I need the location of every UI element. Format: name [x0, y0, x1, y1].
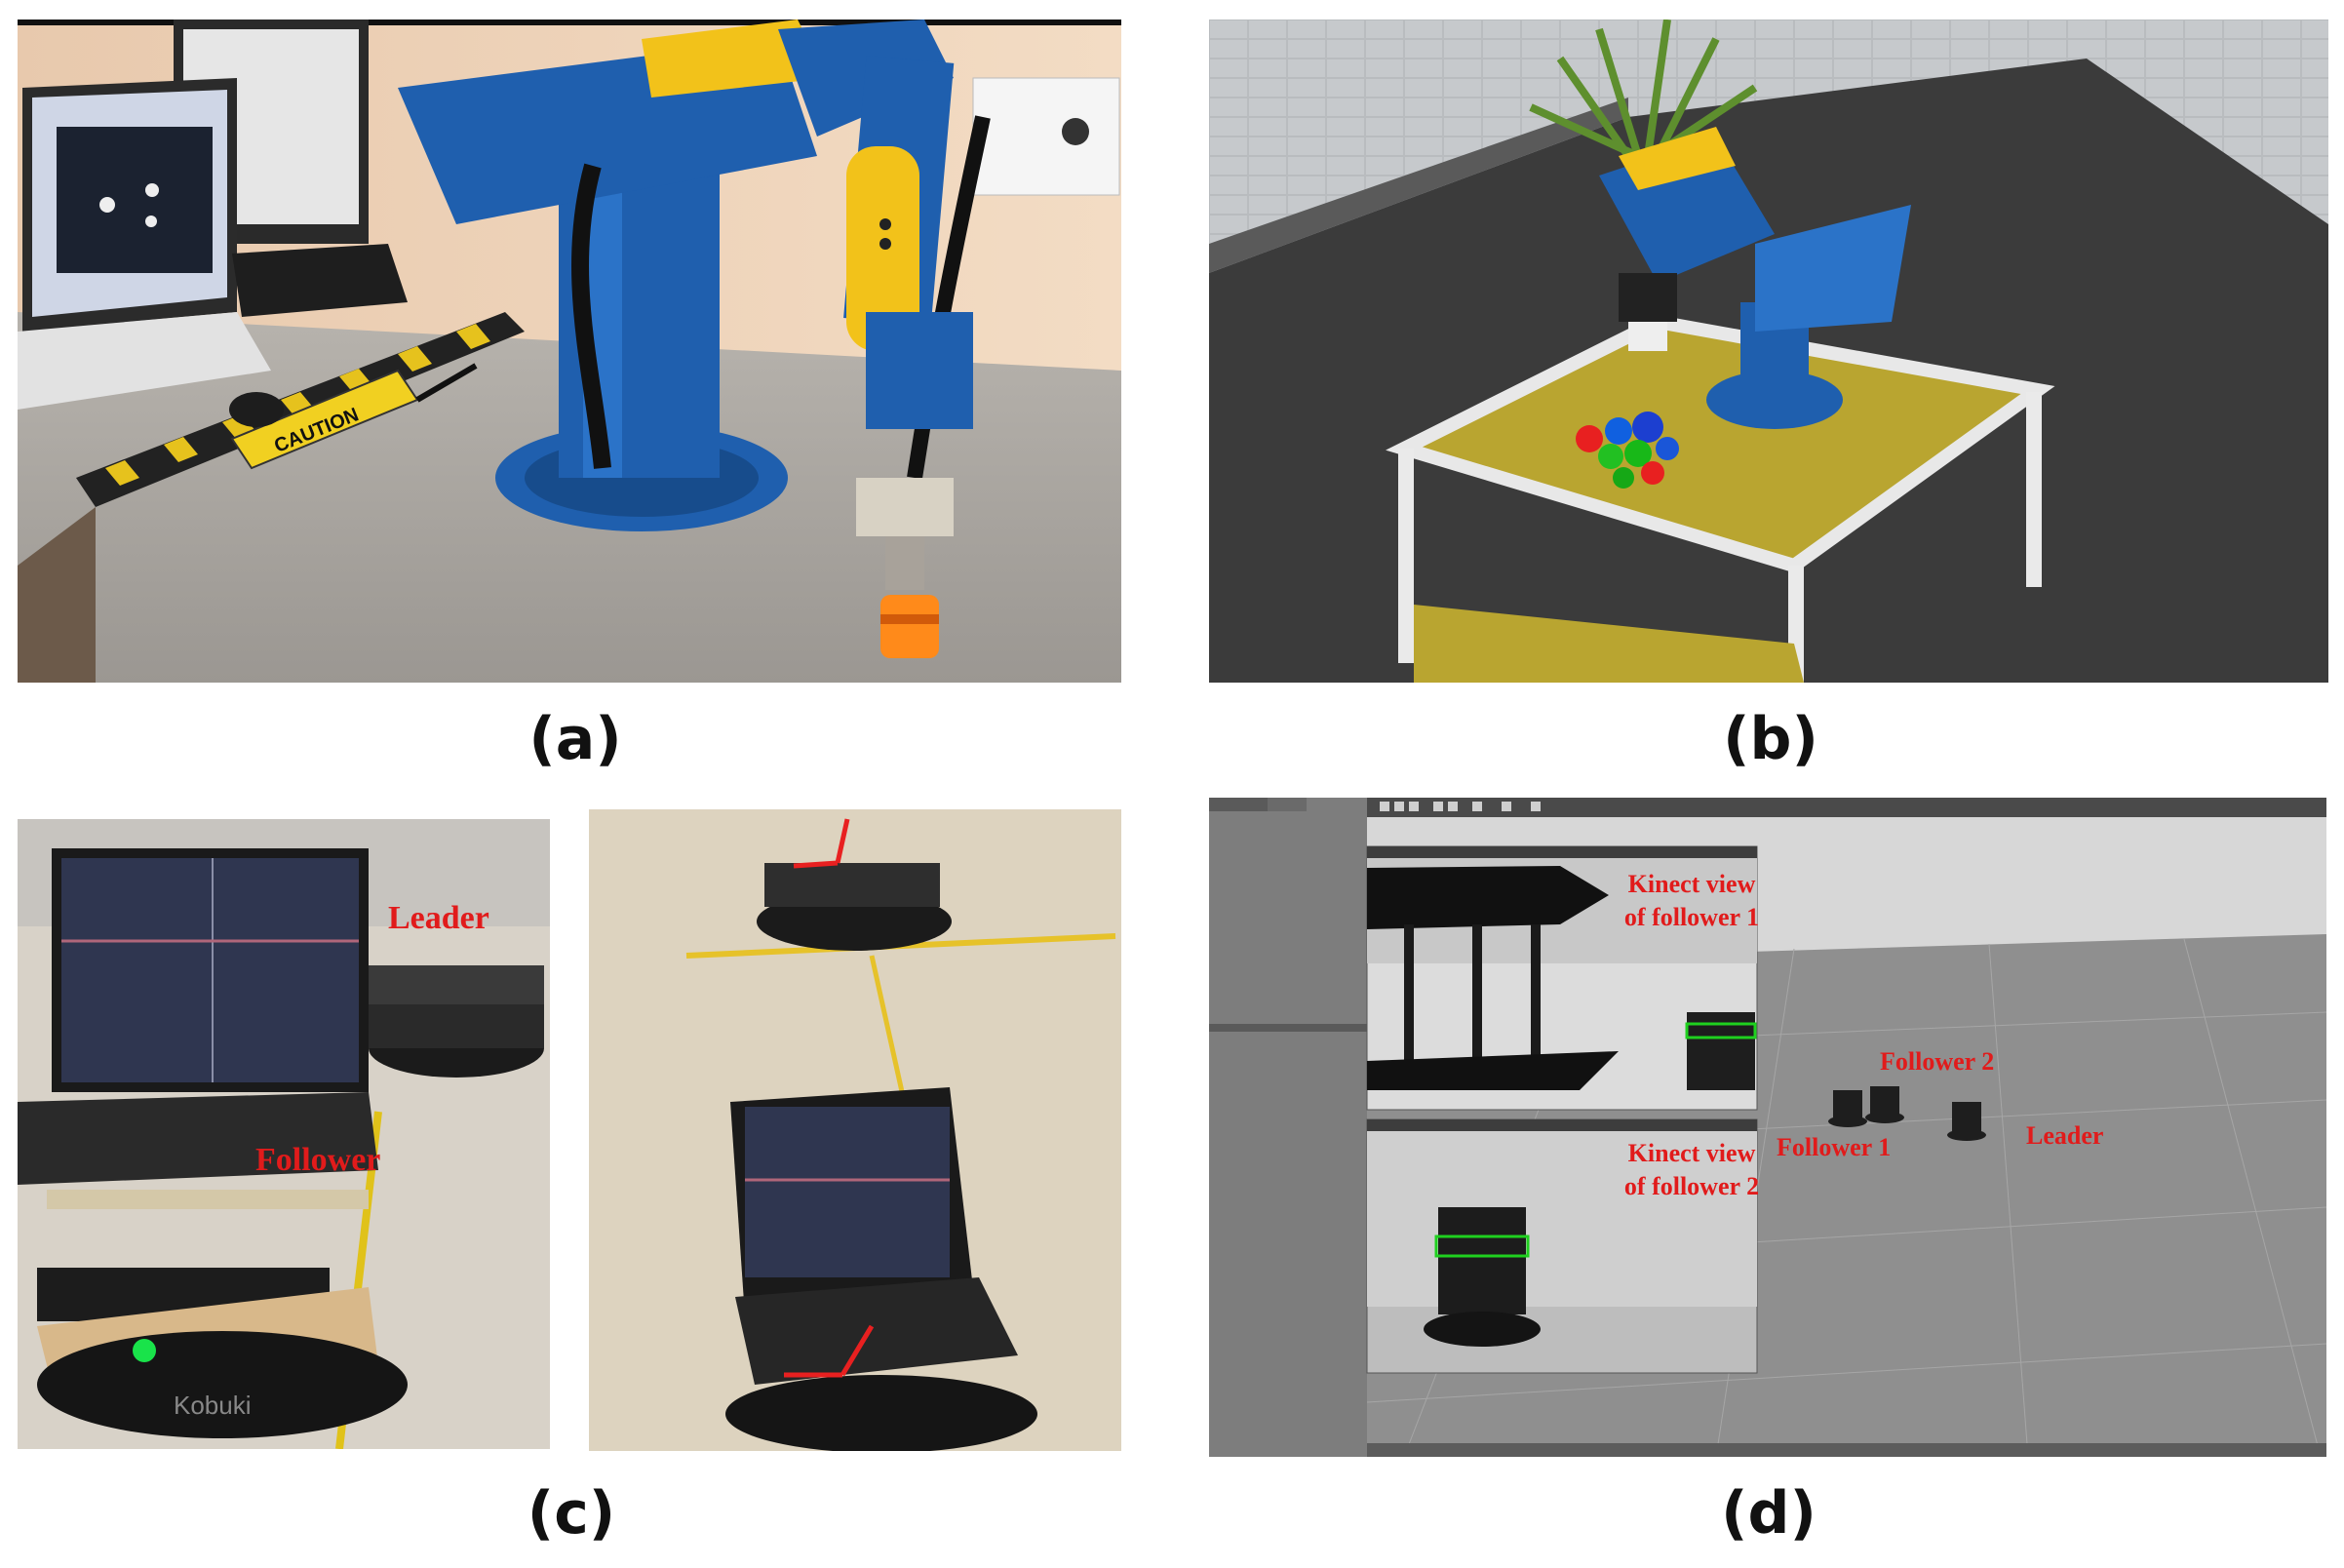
kinect2-line2: of follower 2 — [1623, 1171, 1760, 1200]
panel-c-leader-label: Leader — [388, 900, 489, 936]
panel-c-caption: (c) — [527, 1479, 616, 1548]
panel-d-follower2-label: Follower 2 — [1880, 1047, 1995, 1076]
panel-a-caption: (a) — [528, 705, 622, 773]
panel-c-right-photo — [589, 809, 1121, 1451]
panel-b-caption: (b) — [1723, 705, 1818, 773]
panel-d-kinect2-label: Kinect view of follower 2 — [1589, 1137, 1794, 1203]
kinect1-line2: of follower 1 — [1623, 902, 1760, 931]
kobuki-brand-text: Kobuki — [174, 1391, 252, 1420]
panel-c-follower-label: Follower — [255, 1142, 381, 1178]
panel-a-robot-arm-photo: CAUTION — [18, 20, 1121, 683]
kinect2-line1: Kinect view — [1627, 1139, 1756, 1167]
panel-d-caption: (d) — [1721, 1479, 1817, 1548]
panel-c-left-photo: Kobuki — [18, 819, 550, 1449]
panel-d-leader-label: Leader — [2026, 1121, 2104, 1150]
panel-d-follower1-label: Follower 1 — [1777, 1133, 1892, 1161]
panel-d-gazebo-screenshot — [1209, 798, 2326, 1457]
kinect1-line1: Kinect view — [1627, 870, 1756, 898]
panel-b-simulation-render — [1209, 20, 2328, 683]
panel-d-kinect1-label: Kinect view of follower 1 — [1589, 868, 1794, 934]
